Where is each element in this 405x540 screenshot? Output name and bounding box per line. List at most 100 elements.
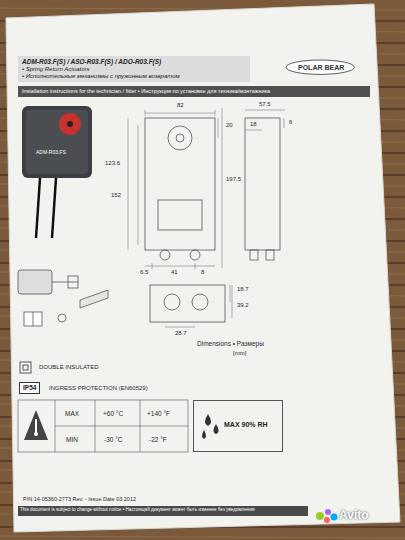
disclaimer: This document is subject to change witho…	[20, 507, 254, 512]
table-cell: MIN	[65, 436, 79, 443]
front-view	[145, 118, 215, 260]
dimension-lines	[138, 125, 139, 245]
avito-logo-dots	[331, 514, 338, 521]
table-cell: MAX	[64, 410, 80, 417]
humidity-drops	[202, 430, 206, 439]
avito-logo-dots	[324, 517, 330, 523]
unit-note: [mm]	[232, 350, 247, 357]
dimension: 57.5	[258, 101, 272, 108]
dimension-lines	[222, 108, 223, 268]
temperature-table	[18, 400, 188, 452]
node-text: POLAR BEAR	[298, 64, 344, 72]
dimension-lines	[230, 285, 231, 302]
humidity-box: MAX 90% RH	[193, 400, 283, 452]
dimension: 20	[225, 122, 234, 129]
installation-sketch	[18, 270, 52, 294]
dimension-lines	[145, 266, 215, 267]
installation-sketch	[24, 312, 42, 326]
header-band: ADM-R03.F(S) / ASO-R03.F(S) / ADO-R03.F(…	[18, 56, 250, 82]
dimension: 197.5	[225, 176, 242, 183]
node-text: ADM-R03.F(S) / ASO-R03.F(S) / ADO-R03.F(…	[22, 58, 246, 66]
table-cell: +140 °F	[146, 410, 171, 417]
side-view	[245, 118, 280, 250]
actuator-photo	[67, 121, 73, 127]
dimension-lines	[152, 263, 153, 269]
humidity-drops	[205, 414, 211, 426]
temperature-table	[55, 426, 188, 427]
side-view	[250, 250, 258, 260]
installation-sketch	[80, 290, 108, 308]
model-label: ADM-R03.FS	[36, 150, 66, 156]
bottom-view	[150, 285, 225, 322]
avito-logo-dots	[316, 509, 338, 523]
paper-sheet	[6, 4, 400, 532]
table-cell: -22 °F	[148, 436, 168, 443]
bottom-view	[150, 285, 225, 322]
front-view	[145, 118, 215, 250]
disclaimer-band	[18, 506, 308, 516]
dimension-lines	[145, 110, 146, 116]
humidity-drops	[214, 424, 219, 434]
actuator-photo	[59, 113, 81, 135]
dimension-lines	[245, 110, 285, 111]
dimension: 18	[249, 121, 258, 128]
dimension-lines	[165, 327, 195, 328]
part-number: P/N 14-05360-2773 Rev. - Issue Date 03 2…	[22, 496, 137, 502]
front-view	[190, 250, 200, 260]
actuator-photo	[22, 106, 92, 238]
dimension-lines	[232, 285, 233, 318]
protection-note: INGRESS PROTECTION (EN60529)	[48, 385, 149, 392]
installation-sketch	[58, 314, 66, 322]
dimension-lines	[145, 113, 215, 114]
side-view	[245, 118, 280, 260]
dimension: 6.5	[139, 269, 149, 276]
logo-ellipse: POLAR BEAR	[286, 60, 356, 76]
paper-sheet	[6, 4, 400, 532]
front-view	[176, 134, 184, 142]
dimension: 6	[288, 119, 293, 126]
dimension-lines	[215, 110, 216, 116]
dimension-lines	[245, 130, 262, 131]
insulation-note: DOUBLE INSULATED	[38, 364, 100, 371]
side-view	[266, 250, 274, 260]
dimensions-caption: Dimensions • Размеры	[196, 340, 265, 347]
disclaimer-band	[18, 506, 308, 516]
double-insulated-icon	[23, 365, 28, 370]
instructions-band: Installation instructions for the techni…	[18, 86, 370, 97]
bottom-view	[192, 294, 208, 310]
bottom-view	[164, 294, 180, 310]
installation-sketch	[18, 270, 108, 326]
table-cell: -30 °C	[103, 436, 124, 443]
dimension: 39.2	[236, 302, 250, 309]
node-text: IP54	[23, 384, 36, 392]
installation-sketch	[52, 282, 78, 283]
temperature-table	[18, 400, 188, 452]
node-text: Installation instructions for the techni…	[22, 88, 366, 95]
dimension-lines	[128, 108, 285, 327]
dimension: 123.6	[104, 160, 121, 167]
front-view	[168, 126, 192, 150]
double-insulated-icon	[20, 362, 31, 373]
dimension: 152	[110, 192, 122, 199]
avito-logo-dots	[316, 512, 324, 520]
humidity-drops	[202, 414, 219, 439]
dimension: 28.7	[174, 330, 188, 337]
actuator-photo	[52, 178, 56, 238]
dimension: 41	[170, 269, 179, 276]
actuator-photo	[26, 110, 88, 174]
dimension: 8	[200, 269, 205, 276]
dimension: 82	[176, 102, 185, 109]
watermark: Avito	[339, 509, 369, 523]
node-text: • Spring Return Actuators	[22, 66, 246, 73]
dimension: 18.7	[236, 286, 250, 293]
installation-sketch	[68, 276, 78, 288]
node-text: MAX 90% RH	[224, 421, 278, 429]
front-view	[158, 200, 202, 230]
avito-logo-dots	[325, 509, 331, 515]
ip-rating-box: IP54	[19, 382, 40, 394]
node-text: • Исполнительные механизмы с пружинным в…	[22, 73, 246, 80]
table-cell: +60 °C	[102, 410, 124, 417]
dimension-lines	[218, 118, 219, 138]
